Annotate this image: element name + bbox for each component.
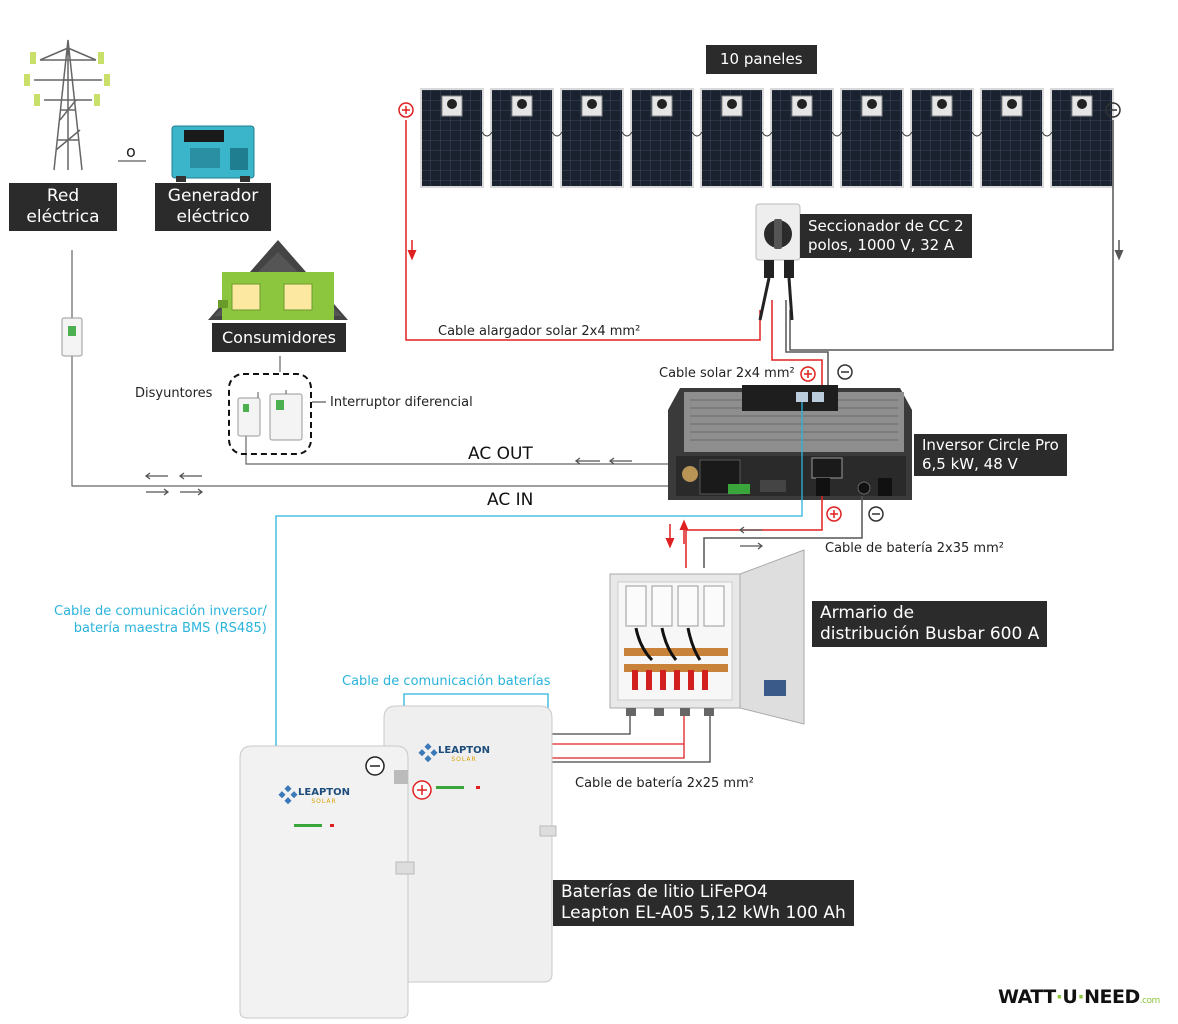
logo-part2: U: [1062, 986, 1078, 1008]
generator-label: Generador eléctrico: [155, 183, 271, 231]
grid-breaker: [61, 317, 83, 357]
solar-input-positive-symbol: [800, 366, 816, 382]
battery-cable-arrows: [738, 526, 764, 550]
battery-positive-symbol: [412, 780, 432, 800]
solar-panel-array: [420, 88, 1114, 188]
wire-ac-out: [245, 432, 670, 465]
generator-label-line1: Generador: [167, 186, 259, 206]
consumers-label: Consumidores: [212, 323, 346, 352]
generator-switch-symbol: o: [126, 142, 136, 161]
ac-in-label: AC IN: [487, 490, 534, 510]
battery-front: [239, 745, 415, 1019]
leapton-logo-mark-front: [278, 785, 298, 805]
battery-front-leds: [294, 824, 334, 827]
ac-out-arrows: [144, 457, 632, 496]
watt-u-need-logo: WATT·U·NEED.com: [998, 986, 1160, 1008]
batteries-label-line1: Baterías de litio LiFePO4: [561, 882, 768, 902]
comm-inverter-cable-line2: batería maestra BMS (RS485): [73, 621, 267, 636]
busbar-cabinet: [609, 549, 805, 725]
battery-35-cable-label: Cable de batería 2x35 mm²: [825, 541, 1004, 556]
logo-part1: WATT: [998, 986, 1056, 1008]
rcd-label: Interruptor diferencial: [330, 395, 473, 410]
wire-panel-series: [481, 131, 1053, 137]
solar-panel: [630, 88, 694, 188]
generator-label-line2: eléctrico: [176, 207, 250, 227]
wire-battery-negative-35: [703, 496, 863, 568]
busbar-label-line1: Armario de: [820, 603, 915, 623]
solar-panel: [770, 88, 834, 188]
wire-grid: [71, 250, 670, 487]
wire-comm-inverter: [275, 402, 803, 748]
solar-panel: [910, 88, 974, 188]
solar-panel: [840, 88, 904, 188]
disconnector-label-line2: polos, 1000 V, 32 A: [808, 236, 955, 254]
inverter-label-line1: Inversor Circle Pro: [922, 436, 1059, 454]
inverter: [668, 385, 912, 500]
wire-panels-positive: [405, 120, 761, 341]
disconnector-label: Seccionador de CC 2 polos, 1000 V, 32 A: [800, 214, 972, 258]
inverter-label: Inversor Circle Pro 6,5 kW, 48 V: [914, 434, 1067, 476]
battery-rear-brand-sub: SOLAR: [451, 756, 477, 763]
comm-inverter-cable-line1: Cable de comunicación inversor/: [54, 604, 267, 619]
battery-front-brand: LEAPTON SOLAR: [298, 787, 350, 805]
dc-disconnector: [755, 203, 801, 321]
ac-out-label: AC OUT: [468, 444, 533, 464]
battery-rear-brand: LEAPTON SOLAR: [438, 745, 490, 763]
solar-panel: [560, 88, 624, 188]
inverter-label-line2: 6,5 kW, 48 V: [922, 455, 1018, 473]
solar-cable-label: Cable solar 2x4 mm²: [659, 366, 795, 381]
solar-panel: [980, 88, 1044, 188]
grid-label-line1: Red: [46, 186, 80, 206]
disconnector-label-line1: Seccionador de CC 2: [808, 217, 964, 235]
panels-count-label: 10 paneles: [706, 45, 817, 74]
panel-positive-symbol: [398, 102, 414, 118]
busbar-label-line2: distribución Busbar 600 A: [820, 624, 1040, 644]
battery-output-negative-symbol: [868, 506, 884, 522]
breakers-label: Disyuntores: [135, 386, 213, 401]
battery-front-brand-name: LEAPTON: [298, 787, 350, 798]
solar-panel: [490, 88, 554, 188]
battery-front-brand-sub: SOLAR: [311, 798, 337, 805]
battery-rear-brand-name: LEAPTON: [438, 745, 490, 756]
battery-negative-symbol: [365, 756, 385, 776]
panel-negative-symbol: [1105, 102, 1121, 118]
battery-output-positive-symbol: [826, 506, 842, 522]
grid-label-line2: eléctrica: [26, 207, 100, 227]
battery-25-cable-label: Cable de batería 2x25 mm²: [575, 776, 754, 791]
busbar-label: Armario de distribución Busbar 600 A: [812, 601, 1048, 647]
power-pylon: [34, 39, 102, 171]
wire-panels-negative: [789, 120, 1114, 351]
solar-panel: [1050, 88, 1114, 188]
leapton-logo-mark-rear: [418, 743, 438, 763]
pylon-insulators: [24, 52, 110, 106]
breaker-box: [228, 373, 312, 455]
batteries-label-line2: Leapton EL-A05 5,12 kWh 100 Ah: [561, 903, 846, 923]
house: [208, 240, 348, 320]
grid-label: Red eléctrica: [9, 183, 117, 231]
batteries-label: Baterías de litio LiFePO4 Leapton EL-A05…: [553, 880, 854, 926]
solar-panel: [700, 88, 764, 188]
generator-unit: [171, 125, 255, 182]
solar-extension-cable-label: Cable alargador solar 2x4 mm²: [438, 324, 641, 339]
comm-inverter-cable-label: Cable de comunicación inversor/ batería …: [54, 603, 267, 637]
solar-input-negative-symbol: [837, 364, 853, 380]
solar-panel: [420, 88, 484, 188]
logo-part3: NEED: [1084, 986, 1140, 1008]
comm-batteries-cable-label: Cable de comunicación baterías: [342, 674, 551, 689]
battery-rear-leds: [436, 786, 480, 789]
logo-suffix: .com: [1139, 996, 1161, 1006]
